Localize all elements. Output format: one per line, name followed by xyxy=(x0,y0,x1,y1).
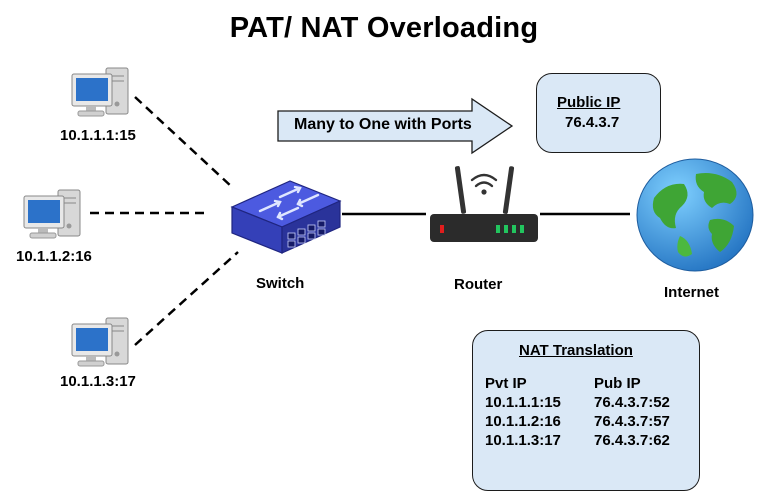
nat-translation-box: NAT Translation Pvt IP Pub IP 10.1.1.1:1… xyxy=(472,330,700,491)
nat-table: Pvt IP Pub IP 10.1.1.1:15 76.4.3.7:52 10… xyxy=(485,375,670,451)
public-ip-cell: 76.4.3.7:57 xyxy=(594,413,670,430)
router-icon xyxy=(430,166,538,242)
right-arrow-icon xyxy=(277,97,514,155)
arrow-label: Many to One with Ports xyxy=(294,116,472,133)
table-header-row: Pvt IP Pub IP xyxy=(485,375,670,394)
nat-table-heading: NAT Translation xyxy=(519,342,633,359)
computer-icon xyxy=(71,317,129,367)
host-1-label: 10.1.1.1:15 xyxy=(60,127,136,144)
private-ip-cell: 10.1.1.1:15 xyxy=(485,394,561,411)
switch-icon xyxy=(230,180,342,254)
public-ip-box: Public IP 76.4.3.7 xyxy=(536,73,661,153)
table-row: 10.1.1.2:16 76.4.3.7:57 xyxy=(485,413,670,432)
internet-label: Internet xyxy=(664,284,720,301)
computer-icon xyxy=(23,189,81,239)
host-2-label: 10.1.1.2:16 xyxy=(16,248,92,265)
globe-icon xyxy=(636,158,754,272)
link-host1-switch xyxy=(134,96,233,188)
private-ip-cell: 10.1.1.2:16 xyxy=(485,413,561,430)
router-label: Router xyxy=(454,276,503,293)
diagram-title: PAT/ NAT Overloading xyxy=(229,12,539,44)
column-header: Pvt IP xyxy=(485,375,527,392)
switch-label: Switch xyxy=(256,275,305,292)
table-row: 10.1.1.3:17 76.4.3.7:62 xyxy=(485,432,670,451)
private-ip-cell: 10.1.1.3:17 xyxy=(485,432,561,449)
host-3-label: 10.1.1.3:17 xyxy=(60,373,136,390)
link-host3-switch xyxy=(134,251,239,346)
public-ip-heading: Public IP xyxy=(557,94,621,111)
computer-icon xyxy=(71,67,129,117)
table-row: 10.1.1.1:15 76.4.3.7:52 xyxy=(485,394,670,413)
many-to-one-arrow: Many to One with Ports xyxy=(276,97,514,155)
public-ip-cell: 76.4.3.7:52 xyxy=(594,394,670,411)
public-ip-value: 76.4.3.7 xyxy=(565,114,620,131)
public-ip-cell: 76.4.3.7:62 xyxy=(594,432,670,449)
column-header: Pub IP xyxy=(594,375,641,392)
